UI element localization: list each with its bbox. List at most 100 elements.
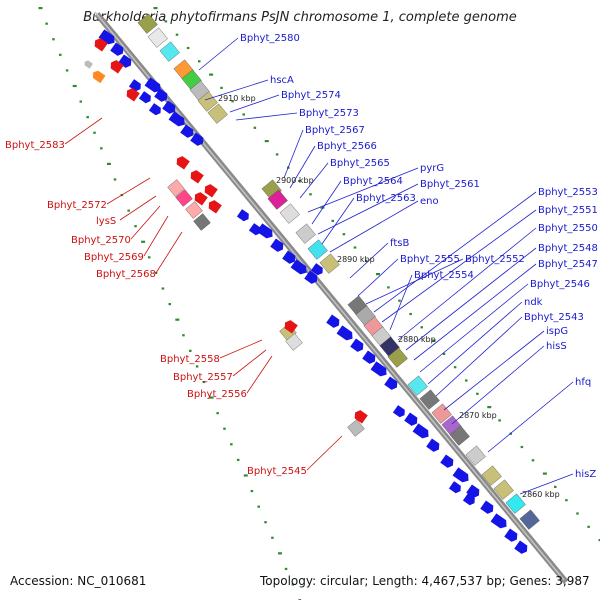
label-leader <box>283 129 304 179</box>
reverse-gene-label[interactable]: Bphyt_2556 <box>187 389 247 400</box>
forward-gene-arrow <box>98 29 115 45</box>
forward-gene-label[interactable]: Bphyt_2564 <box>343 176 403 187</box>
forward-gene-label[interactable]: ftsB <box>390 238 409 249</box>
tick-dot <box>38 7 43 10</box>
forward-gene-label[interactable]: ispG <box>546 326 568 337</box>
scale-label: 2860 kbp <box>522 490 560 499</box>
forward-gene-label[interactable]: Bphyt_2555 <box>400 254 460 265</box>
reverse-gene-label[interactable]: Bphyt_2558 <box>160 354 220 365</box>
forward-gene-arrow <box>148 103 161 116</box>
tick-dot <box>59 53 62 56</box>
forward-gene-label[interactable]: ndk <box>524 297 543 308</box>
tick-dot <box>216 412 219 415</box>
reverse-gene-arrow <box>284 320 298 334</box>
tick-dots <box>38 7 600 600</box>
tick-dot <box>409 312 412 316</box>
forward-gene-label[interactable]: Bphyt_2543 <box>524 312 584 323</box>
forward-gene-arrow <box>384 376 398 390</box>
forward-gene-label[interactable]: Bphyt_2566 <box>317 141 377 152</box>
label-leader <box>130 205 161 240</box>
tick-dot <box>195 365 199 368</box>
forward-gene-label[interactable]: Bphyt_2563 <box>356 193 416 204</box>
reverse-gene-label[interactable]: Bphyt_2583 <box>5 140 65 151</box>
gene-block <box>505 493 526 514</box>
gene-arrows <box>84 29 528 554</box>
tick-dot <box>542 472 547 475</box>
forward-gene-label[interactable]: eno <box>420 196 439 207</box>
forward-gene-label[interactable]: Bphyt_2546 <box>530 279 590 290</box>
tick-dot <box>387 286 390 289</box>
tick-dot <box>309 193 312 196</box>
forward-gene-label[interactable]: Bphyt_2552 <box>465 254 525 265</box>
forward-gene-arrow <box>490 513 507 529</box>
tick-dot <box>453 366 457 369</box>
tick-dot <box>198 60 201 63</box>
forward-gene-label[interactable]: hisZ <box>575 469 596 480</box>
label-leader <box>427 301 523 385</box>
forward-gene-label[interactable]: hisS <box>546 341 567 352</box>
forward-gene-label[interactable]: Bphyt_2580 <box>240 33 300 44</box>
forward-gene-arrow <box>304 270 318 284</box>
forward-gene-label[interactable]: Bphyt_2573 <box>299 108 359 119</box>
forward-gene-arrow <box>270 238 284 252</box>
tick-dot <box>253 126 257 129</box>
forward-gene-label[interactable]: Bphyt_2547 <box>538 259 598 270</box>
tick-dot <box>182 334 185 337</box>
tick-dot <box>175 33 179 36</box>
label-leader <box>307 167 419 213</box>
label-leader <box>235 112 298 121</box>
forward-gene-label[interactable]: hscA <box>270 75 294 86</box>
tick-dot <box>531 459 535 462</box>
label-leader <box>419 283 529 373</box>
label-leader <box>405 247 537 351</box>
scale-label: 2880 kbp <box>398 335 436 344</box>
forward-gene-label[interactable]: Bphyt_2567 <box>305 125 365 136</box>
forward-gene-label[interactable]: hfq <box>575 377 591 388</box>
forward-gene-label[interactable]: Bphyt_2550 <box>538 223 598 234</box>
reverse-gene-arrow <box>84 60 93 69</box>
tick-dot <box>264 140 269 143</box>
scale-label: 2900 kbp <box>276 176 314 185</box>
forward-gene-arrow <box>392 405 405 418</box>
forward-gene-arrow <box>144 77 161 93</box>
forward-gene-label[interactable]: Bphyt_2548 <box>538 243 598 254</box>
reverse-gene-arrow <box>176 156 190 170</box>
reverse-gene-label[interactable]: Bphyt_2570 <box>71 235 131 246</box>
reverse-gene-label[interactable]: Bphyt_2568 <box>96 269 156 280</box>
accession-text: Accession: NC_010681 <box>10 574 147 588</box>
gene-block <box>347 419 365 437</box>
forward-gene-label[interactable]: Bphyt_2574 <box>281 90 341 101</box>
forward-gene-arrow <box>236 209 249 222</box>
forward-gene-label[interactable]: Bphyt_2554 <box>414 270 474 281</box>
tick-dot <box>242 113 245 116</box>
label-leader <box>289 145 316 189</box>
tick-dot <box>175 318 180 321</box>
tick-dot <box>376 273 380 276</box>
reverse-gene-label[interactable]: lysS <box>96 216 116 227</box>
forward-gene-arrow <box>248 223 261 236</box>
reverse-gene-label[interactable]: Bphyt_2557 <box>173 372 233 383</box>
tick-dot <box>147 256 151 259</box>
scale-label: 2870 kbp <box>459 411 497 420</box>
reverse-gene-label[interactable]: Bphyt_2569 <box>84 252 144 263</box>
forward-gene-label[interactable]: Bphyt_2565 <box>330 158 390 169</box>
gene-block <box>185 201 203 219</box>
forward-gene-arrow <box>180 124 194 138</box>
reverse-gene-label[interactable]: Bphyt_2572 <box>47 200 107 211</box>
tick-dot <box>284 567 288 571</box>
label-leader <box>373 191 537 313</box>
reverse-gene-arrow <box>110 60 124 74</box>
tick-dot <box>398 299 401 302</box>
reverse-gene-label[interactable]: Bphyt_2545 <box>247 466 307 477</box>
tick-dot <box>587 525 590 528</box>
label-leader <box>519 473 574 495</box>
forward-gene-arrow <box>362 350 376 364</box>
forward-gene-label[interactable]: Bphyt_2561 <box>420 179 480 190</box>
forward-gene-label[interactable]: Bphyt_2551 <box>538 205 598 216</box>
gene-block <box>193 213 211 231</box>
forward-gene-arrow <box>350 338 364 352</box>
forward-gene-label[interactable]: Bphyt_2553 <box>538 187 598 198</box>
label-leader <box>357 258 399 297</box>
label-leader <box>306 435 343 471</box>
forward-gene-label[interactable]: pyrG <box>420 163 444 174</box>
